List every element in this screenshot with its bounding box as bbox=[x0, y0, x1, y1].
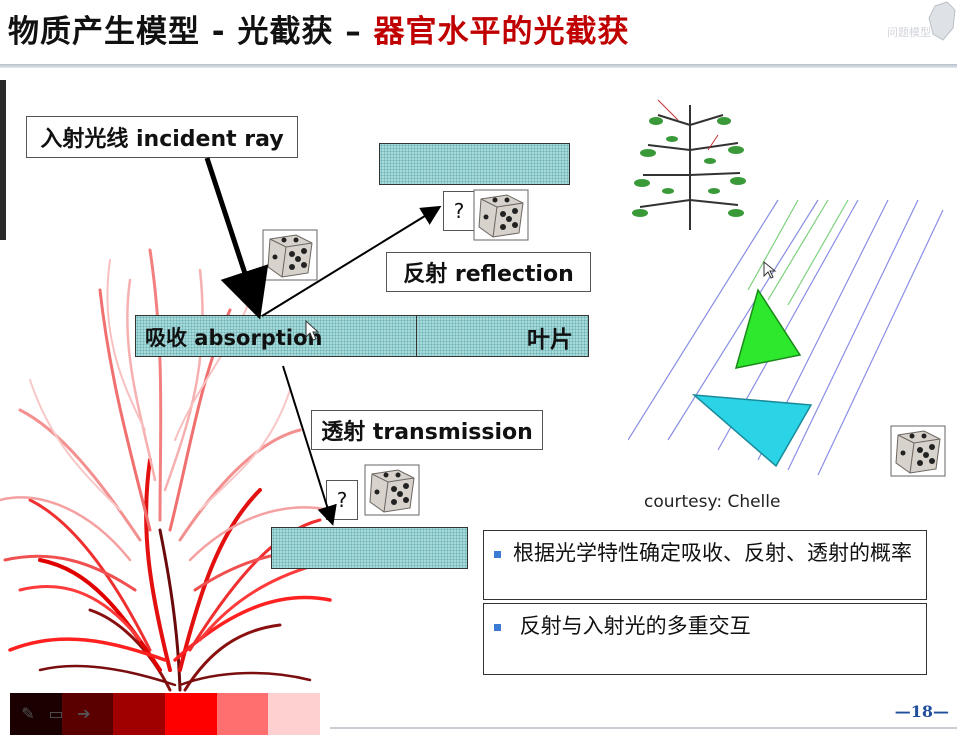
title-part1: 物质产生模型 - 光截获 – bbox=[8, 14, 374, 50]
reflection-question-box: ? bbox=[443, 191, 475, 231]
bullet-marker bbox=[494, 550, 501, 558]
leaf-label: 叶片 bbox=[527, 327, 573, 353]
color-swatch bbox=[61, 693, 114, 735]
bullet-text-1: 根据光学特性确定吸收、反射、透射的概率 bbox=[513, 541, 912, 565]
reflection-target-bar bbox=[379, 143, 570, 185]
logo-text: 问题模型 bbox=[887, 25, 931, 39]
title-rule bbox=[0, 64, 957, 68]
pen-icon[interactable]: ✎ bbox=[21, 704, 35, 723]
bullet-box-2: 反射与入射光的多重交互 bbox=[483, 603, 927, 675]
bullet-text-2: 反射与入射光的多重交互 bbox=[513, 614, 751, 638]
leaf-bar bbox=[135, 315, 589, 357]
presenter-toolbar: ✎ ▭ ➔ bbox=[18, 704, 94, 724]
ray-triangle-illustration bbox=[628, 199, 944, 476]
footer-rule bbox=[330, 727, 957, 729]
page-number: —18— bbox=[894, 702, 949, 721]
color-swatch bbox=[113, 693, 166, 735]
leaf-bar-divider bbox=[416, 315, 417, 357]
plant-illustration bbox=[0, 248, 337, 692]
slide-title: 物质产生模型 - 光截获 – 器官水平的光截获 bbox=[8, 6, 630, 51]
incident-ray-label: 入射光线 incident ray bbox=[26, 116, 298, 158]
dice-icon bbox=[364, 464, 420, 516]
dice-icon bbox=[262, 229, 318, 281]
transmission-target-bar bbox=[271, 527, 468, 569]
dice-icon bbox=[473, 189, 529, 241]
color-swatch bbox=[165, 693, 217, 735]
absorption-label: 吸收 absorption bbox=[145, 326, 323, 350]
slides-icon[interactable]: ▭ bbox=[48, 704, 64, 723]
image-credit: courtesy: Chelle bbox=[644, 492, 781, 512]
plant-sketch-illustration bbox=[632, 99, 746, 230]
bullet-box-1: 根据光学特性确定吸收、反射、透射的概率 bbox=[483, 530, 927, 600]
title-part2: 器官水平的光截获 bbox=[373, 14, 630, 50]
transmission-label: 透射 transmission bbox=[311, 410, 543, 450]
dice-icon bbox=[890, 425, 946, 477]
color-swatch bbox=[10, 693, 62, 735]
color-swatch bbox=[216, 693, 269, 735]
reflection-label: 反射 reflection bbox=[386, 252, 591, 292]
bullet-marker bbox=[494, 623, 501, 631]
color-scale-bar bbox=[10, 693, 321, 735]
watermark-logo: 问题模型 bbox=[887, 1, 956, 41]
color-swatch bbox=[268, 693, 321, 735]
next-arrow-icon[interactable]: ➔ bbox=[77, 704, 91, 723]
left-edge-strip bbox=[0, 80, 6, 240]
transmission-question-box: ? bbox=[326, 480, 358, 520]
